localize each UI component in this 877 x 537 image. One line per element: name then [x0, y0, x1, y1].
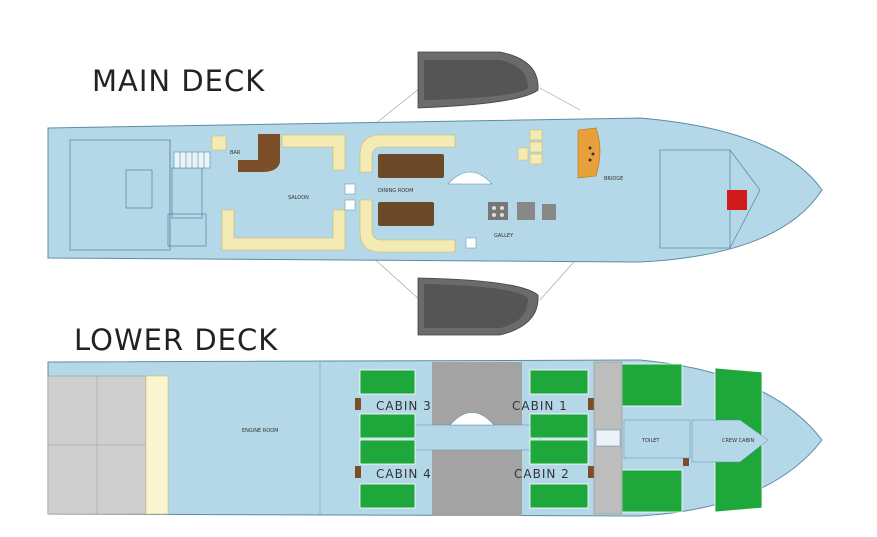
- main-deck-title: MAIN DECK: [92, 64, 266, 98]
- bridge-console: [577, 127, 601, 179]
- main-deck-plan: BAR SALOON DINING ROOM GALLEY: [47, 51, 823, 336]
- dining-table-bottom: [378, 202, 434, 226]
- crew-cabin-label: CREW CABIN: [722, 438, 754, 444]
- lower-spiral-stair: [449, 412, 495, 426]
- saloon-sofa: [221, 134, 346, 251]
- bar-counter: [238, 134, 280, 172]
- saloon-label: SALOON: [288, 195, 309, 201]
- lower-deck-plan: ENGINE ROOM CABIN 3 CABIN 1 CABIN 4: [47, 359, 823, 517]
- bridge-label: BRIDGE: [604, 176, 623, 182]
- cabin-4-label: CABIN 4: [376, 467, 432, 481]
- galley-label: GALLEY: [494, 233, 514, 239]
- dining-label: DINING ROOM: [378, 188, 413, 194]
- cabin-2-label: CABIN 2: [514, 467, 570, 481]
- lower-deck-title: LOWER DECK: [74, 323, 279, 357]
- crew-toilet-label: TOILET: [641, 438, 660, 444]
- dining-table-top: [378, 154, 444, 178]
- tender-lines: [369, 87, 581, 301]
- red-box: [727, 190, 747, 210]
- galley-appliances: [465, 202, 556, 249]
- cabin-3-label: CABIN 3: [376, 399, 432, 413]
- cabin-1-label: CABIN 1: [512, 399, 568, 413]
- crew-zone: [623, 419, 691, 459]
- engine-room-label: ENGINE ROOM: [242, 428, 278, 434]
- spiral-stair: [447, 171, 493, 185]
- fuel-tank: [145, 375, 169, 515]
- dining-sofa: [359, 134, 456, 253]
- main-deck-hull: [47, 117, 823, 263]
- main-stairs: [173, 151, 211, 169]
- bar-label: BAR: [230, 150, 241, 156]
